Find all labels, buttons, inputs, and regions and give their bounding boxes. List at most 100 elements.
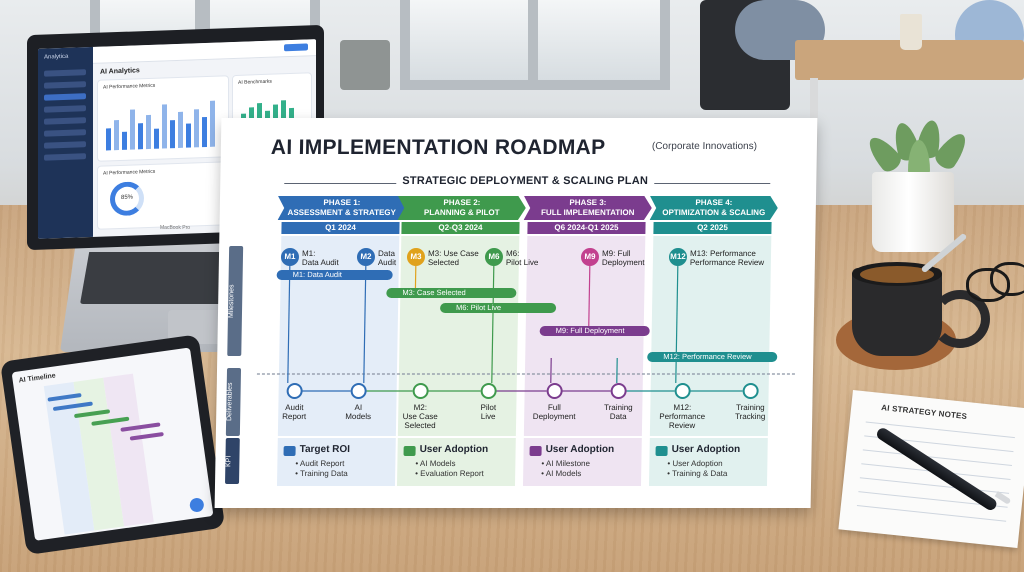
kpi-title: User Adoption [671, 444, 741, 455]
milestone-label: Performance Review [689, 258, 765, 267]
milestone-label: M13: Performance [689, 249, 756, 258]
deliverable-label: Full [547, 403, 561, 412]
tablet-title: AI Timeline [18, 372, 57, 385]
sidebar-item [44, 81, 86, 89]
phase-header: PHASE 4:OPTIMIZATION & SCALING [650, 196, 778, 220]
chart-bar [130, 109, 135, 150]
succulent-leaf [908, 140, 930, 178]
deliverable-label: Audit [285, 403, 304, 412]
kpi-title: User Adoption [545, 444, 615, 455]
sidebar-item [44, 129, 86, 137]
deliverable-label: M2: [413, 403, 428, 412]
coffee-cup [900, 14, 922, 50]
window-pane [538, 0, 660, 80]
mug-handle [930, 290, 990, 348]
deliverable-label: M12: [673, 403, 692, 412]
milestone-label: Pilot Live [505, 258, 539, 267]
sidebar-item-active [44, 93, 86, 101]
phase-number: PHASE 2: [443, 198, 481, 207]
sidebar-item [44, 141, 86, 149]
glasses-lens [966, 268, 1010, 302]
deliverable-label: AI [354, 403, 363, 412]
milestones-row-label: Milestones [227, 246, 244, 356]
notepad-line [859, 477, 1010, 494]
milestone-bar: M3: Case Selected [386, 288, 517, 298]
deliverable-label: Training [735, 403, 765, 412]
deliverable-label: Use Case [402, 412, 438, 421]
kpi-icon [403, 446, 416, 456]
kpi-item: • Audit Report [295, 459, 345, 468]
window-pane [410, 0, 528, 80]
chart-bar [138, 123, 143, 150]
kpi-icon [283, 446, 296, 456]
poster-banner: STRATEGIC DEPLOYMENT & SCALING PLAN [396, 175, 655, 187]
bar-chart [106, 96, 221, 151]
chart-bar [154, 128, 159, 149]
phase-number: PHASE 3: [569, 198, 607, 207]
donut-value: 85% [120, 194, 133, 201]
deliverable-label: Deployment [532, 412, 576, 421]
roadmap-poster: AI IMPLEMENTATION ROADMAP (Corporate Inn… [214, 118, 818, 508]
chart-bar [122, 131, 127, 150]
chart-bar [178, 111, 183, 148]
deliverable-label: Report [282, 412, 307, 421]
sidebar-item [44, 153, 86, 161]
phase-number: PHASE 1: [323, 198, 361, 207]
kpi-title: Target ROI [299, 444, 351, 455]
tablet-screen: AI Timeline [11, 347, 214, 541]
poster-subtitle: (Corporate Innovations) [651, 141, 758, 152]
milestone-label: M3: Use Case [427, 249, 479, 258]
milestone-label: M6: [505, 249, 520, 258]
kpi-item: • User Adoption [667, 459, 723, 468]
deliverable-label: Selected [404, 421, 436, 430]
milestone-label: Data [377, 249, 396, 258]
chart-bar [114, 120, 119, 151]
chart-bar [202, 116, 207, 148]
deliverable-label: Pilot [480, 403, 497, 412]
milestone-bar: M9: Full Deployment [539, 326, 650, 336]
phase-name: ASSESSMENT & STRATEGY [287, 208, 396, 217]
card-title: AI Performance Metrics [103, 82, 156, 91]
app-name: Analytica [44, 53, 69, 61]
chart-bar [170, 120, 175, 149]
milestone-bar: M1: Data Audit [276, 270, 393, 280]
phase-header: PHASE 1:ASSESSMENT & STRATEGY [278, 196, 406, 220]
chart-bar [194, 109, 199, 148]
metrics-card: AI Performance Metrics 85% [98, 162, 228, 229]
deliverable-label: Data [609, 412, 627, 421]
plant-pot-background [340, 40, 390, 90]
deliverables-row-label: Deliverables [225, 368, 242, 436]
kpi-item: • AI Milestone [541, 459, 591, 468]
plant-pot [872, 172, 954, 252]
kpi-title: User Adoption [419, 444, 489, 455]
phase-name: OPTIMIZATION & SCALING [662, 208, 766, 217]
kpi-item: • AI Models [415, 459, 456, 468]
deliverable-label: Performance [659, 412, 706, 421]
phase-timeframe: Q2 2025 [653, 222, 772, 234]
phase-name: PLANNING & PILOT [423, 208, 500, 217]
milestone-label: M1: [301, 249, 316, 258]
chart-card: AI Performance Metrics [98, 76, 228, 161]
card-title: AI Performance Metrics [103, 168, 156, 177]
phase-timeframe: Q2-Q3 2024 [401, 222, 520, 234]
deliverable-label: Tracking [734, 412, 766, 421]
milestone-label: Selected [427, 258, 460, 267]
milestone-label: Audit [377, 258, 397, 267]
kpi-icon [655, 446, 668, 456]
laptop-brand: MacBook Pro [160, 225, 191, 231]
phase-name: FULL IMPLEMENTATION [541, 208, 635, 217]
chart-bar [186, 123, 191, 148]
topbar-button [284, 43, 308, 52]
phase-header: PHASE 3:FULL IMPLEMENTATION [524, 196, 652, 220]
milestone-label: Data Audit [301, 258, 339, 267]
sidebar-item [44, 69, 86, 77]
phase-header: PHASE 2:PLANNING & PILOT [398, 196, 526, 220]
add-fab-icon[interactable] [188, 497, 205, 513]
kpi-item: • Evaluation Report [415, 469, 484, 478]
tablet: AI Timeline [0, 334, 226, 556]
deliverable-label: Training [603, 403, 633, 412]
kpi-row-label: KPI [225, 438, 240, 484]
kpi-item: • AI Models [541, 469, 582, 478]
chart-bar [146, 114, 151, 150]
